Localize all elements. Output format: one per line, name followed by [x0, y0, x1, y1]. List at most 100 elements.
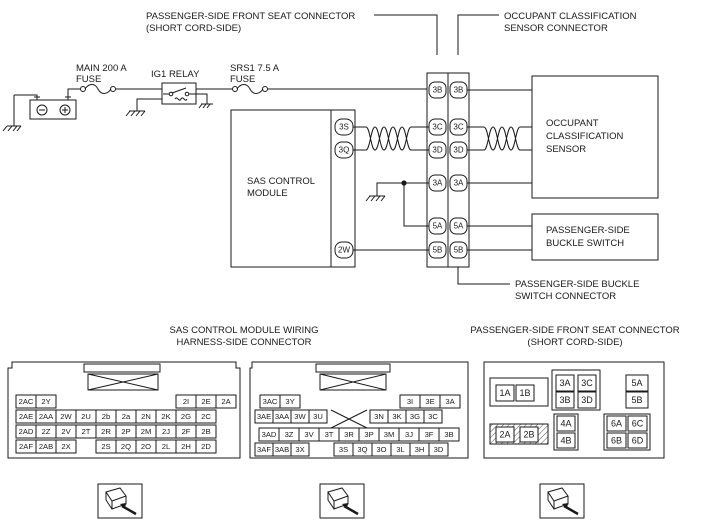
seat-connector-view-title-line2: (SHORT CORD-SIDE) — [527, 337, 622, 348]
sas-pin-3s: 3S — [334, 118, 354, 136]
svg-text:1B: 1B — [519, 388, 530, 398]
buckle-connector-label-line1: PASSENGER-SIDE BUCKLE — [515, 279, 639, 290]
battery-pos-wire — [67, 88, 80, 94]
svg-text:2A: 2A — [221, 397, 231, 406]
svg-text:3Y: 3Y — [285, 397, 294, 406]
connector-view-icon — [539, 483, 585, 519]
twisted-pair-icon — [365, 126, 414, 151]
svg-text:2U: 2U — [81, 412, 91, 421]
svg-text:3Q: 3Q — [357, 445, 367, 454]
seat-pin-3c-left: 3C — [428, 118, 447, 136]
svg-text:2W: 2W — [60, 412, 72, 421]
harness-title-line2: HARNESS-SIDE CONNECTOR — [177, 337, 312, 348]
svg-text:3A: 3A — [454, 179, 464, 188]
svg-text:3D: 3D — [581, 395, 593, 405]
svg-text:2AE: 2AE — [19, 412, 33, 421]
seat-pin-3a-right: 3A — [449, 174, 468, 192]
harness-connector-2: 2AC 2Y 2I 2E 2A 2AE 2AA 2W 2U 2b 2a 2N 2… — [7, 361, 241, 459]
svg-text:3C: 3C — [428, 412, 438, 421]
svg-text:3AF: 3AF — [257, 445, 271, 454]
sas-module-label-line1: SAS CONTROL — [247, 176, 315, 187]
battery-neg-wire — [14, 94, 38, 100]
svg-text:3D: 3D — [434, 445, 444, 454]
svg-text:3L: 3L — [396, 445, 404, 454]
svg-text:5B: 5B — [631, 395, 642, 405]
svg-text:2Z: 2Z — [42, 427, 51, 436]
svg-text:3Q: 3Q — [339, 146, 350, 155]
svg-text:3T: 3T — [325, 430, 334, 439]
c2-row-3: 2AD 2Z 2V 2T 2R 2P 2M 2J 2F 2B — [15, 424, 217, 439]
svg-text:2N: 2N — [141, 412, 151, 421]
svg-text:3AC: 3AC — [263, 397, 278, 406]
svg-text:3AB: 3AB — [275, 445, 289, 454]
svg-text:2B: 2B — [523, 430, 534, 440]
seat-connector-face: 1A 1B 3A 3C 3B 3D 5A 5B 2A 2B 4A 4B 6A 6… — [483, 361, 665, 459]
svg-text:2L: 2L — [162, 442, 170, 451]
svg-text:3Z: 3Z — [285, 430, 294, 439]
seat-connector-view-title-line1: PASSENGER-SIDE FRONT SEAT CONNECTOR — [470, 325, 679, 336]
c2-row-4: 2AF 2AB 2X 2S 2Q 2O 2L 2H 2D — [15, 439, 217, 454]
svg-text:3AE: 3AE — [257, 412, 271, 421]
seat-pin-3d-right: 3D — [449, 141, 468, 159]
seat-pin-5b-right: 5B — [449, 241, 468, 259]
buckle-connector-leader — [457, 267, 510, 285]
svg-text:2AA: 2AA — [39, 412, 54, 421]
svg-text:2AC: 2AC — [19, 397, 34, 406]
svg-text:3N: 3N — [374, 412, 384, 421]
svg-text:3E: 3E — [425, 397, 434, 406]
buckle-connector-label-line2: SWITCH CONNECTOR — [515, 291, 616, 302]
svg-text:3J: 3J — [405, 430, 413, 439]
sas-control-module — [230, 109, 356, 268]
c2-row-1: 2AC 2Y 2I 2E 2A — [15, 394, 237, 409]
ocs-connector-title-line1: OCCUPANT CLASSIFICATION — [504, 11, 637, 22]
svg-text:6C: 6C — [632, 419, 644, 429]
svg-text:3A: 3A — [433, 179, 443, 188]
svg-text:3R: 3R — [344, 430, 354, 439]
relay-icon — [161, 82, 213, 109]
connector-view-icon — [97, 483, 143, 519]
buckle-switch-label-line2: BUCKLE SWITCH — [546, 238, 624, 249]
ocs-label-line2: CLASSIFICATION — [546, 131, 624, 142]
svg-text:2H: 2H — [181, 442, 191, 451]
svg-text:4B: 4B — [560, 436, 571, 446]
svg-text:3P: 3P — [364, 430, 373, 439]
svg-text:3F: 3F — [425, 430, 434, 439]
svg-text:2Q: 2Q — [121, 442, 131, 451]
svg-text:5A: 5A — [454, 222, 464, 231]
svg-text:3B: 3B — [444, 430, 453, 439]
svg-text:3S: 3S — [339, 445, 348, 454]
svg-text:2M: 2M — [141, 427, 152, 436]
svg-text:2O: 2O — [141, 442, 151, 451]
battery-icon — [29, 94, 77, 120]
svg-text:3C: 3C — [581, 378, 593, 388]
svg-text:3A: 3A — [445, 397, 455, 406]
svg-text:3B: 3B — [559, 395, 570, 405]
svg-text:2E: 2E — [201, 397, 210, 406]
wire-5a — [403, 183, 429, 227]
c2-row-2: 2AE 2AA 2W 2U 2b 2a 2N 2K 2G 2C — [15, 409, 217, 424]
svg-text:3O: 3O — [376, 445, 386, 454]
svg-text:6D: 6D — [632, 436, 644, 446]
svg-text:3C: 3C — [432, 123, 442, 132]
buckle-switch-label-line1: PASSENGER-SIDE — [546, 225, 630, 236]
main-fuse-label-line1: MAIN 200 A — [76, 63, 127, 74]
svg-text:2A: 2A — [499, 430, 510, 440]
svg-text:5B: 5B — [454, 246, 464, 255]
seat-pin-3d-left: 3D — [428, 141, 447, 159]
ocs-label-line3: SENSOR — [546, 144, 586, 155]
seat-connector-leader — [374, 14, 438, 55]
sas-pin-3q: 3Q — [334, 141, 354, 159]
svg-text:1A: 1A — [499, 388, 510, 398]
svg-text:2B: 2B — [201, 427, 210, 436]
ig1-relay-label: IG1 RELAY — [151, 69, 200, 80]
occupant-classification-sensor — [531, 75, 659, 199]
seat-connector-left — [426, 72, 449, 268]
seat-pin-3a-left: 3A — [428, 174, 447, 192]
svg-text:3G: 3G — [410, 412, 420, 421]
svg-text:3S: 3S — [339, 123, 349, 132]
svg-text:5A: 5A — [433, 222, 443, 231]
svg-text:2S: 2S — [101, 442, 110, 451]
svg-text:6B: 6B — [611, 436, 622, 446]
svg-text:2V: 2V — [61, 427, 71, 436]
